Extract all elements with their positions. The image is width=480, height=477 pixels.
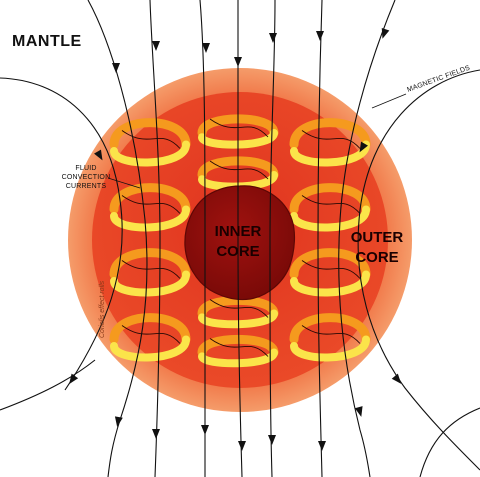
- spiral-wisp: [209, 299, 269, 318]
- arrow-head-icon: [234, 57, 242, 67]
- arrow-head-icon: [69, 373, 79, 385]
- magnetic-fields-label: MAGNETIC FIELDS: [406, 65, 471, 94]
- arrow-head-icon: [268, 435, 276, 445]
- spiral-wisp: [301, 195, 361, 214]
- convection-spirals: [109, 114, 371, 368]
- spiral-back-segment: [109, 183, 191, 214]
- arrow-head-icon: [202, 43, 210, 53]
- arrow-head-icon: [316, 31, 324, 41]
- spiral-back-segment: [289, 118, 371, 149]
- spiral-wisp: [301, 130, 361, 149]
- field-line: [357, 69, 480, 471]
- spiral-front-segment: [290, 270, 370, 297]
- spiral-front-segment: [290, 335, 370, 362]
- spiral-wisp: [301, 260, 361, 279]
- spiral-wisp: [301, 325, 361, 344]
- spiral-front-segment: [110, 335, 190, 362]
- outer-core-label-line2: CORE: [355, 249, 398, 266]
- arrow-head-icon: [201, 425, 209, 435]
- spiral-wisp: [209, 118, 269, 138]
- field-line: [237, 0, 243, 477]
- field-line: [317, 0, 323, 477]
- spiral-front-segment: [110, 205, 190, 232]
- arrow-head-icon: [94, 149, 103, 161]
- arrow-head-icon: [359, 141, 368, 153]
- spiral-wisp: [121, 325, 181, 344]
- outer-core-label-line1: OUTER: [351, 229, 404, 246]
- arrow-head-icon: [318, 441, 326, 451]
- field-line: [338, 0, 396, 477]
- field-line: [0, 359, 96, 411]
- field-line: [199, 0, 206, 477]
- spiral-back-segment: [289, 313, 371, 344]
- arrow-head-icon: [152, 429, 160, 439]
- spiral-wisp: [209, 160, 269, 180]
- spiral-back-segment: [289, 183, 371, 214]
- spiral-wisp: [121, 195, 181, 214]
- mantle-label: MANTLE: [12, 33, 82, 50]
- spiral-front-segment: [290, 205, 370, 232]
- spiral-front-segment: [290, 140, 370, 167]
- fluid-label-line2: CONVECTION: [62, 174, 111, 181]
- inner-core-sphere: [184, 185, 296, 301]
- spiral-wisp: [121, 260, 181, 279]
- field-line: [269, 0, 276, 477]
- arrow-head-icon: [114, 416, 123, 427]
- field-line: [149, 0, 161, 477]
- field-line: [419, 407, 480, 477]
- coriolis-label: Coriolis effect rolls: [99, 280, 106, 338]
- arrow-head-icon: [238, 441, 246, 451]
- inner-core-label-line1: INNER: [215, 223, 262, 240]
- spiral-front-segment: [110, 140, 190, 167]
- spiral-back-segment: [109, 118, 191, 149]
- spiral-front-segment: [198, 348, 278, 368]
- spiral-front-segment: [110, 270, 190, 297]
- spiral-back-segment: [109, 313, 191, 344]
- arrow-head-icon: [391, 373, 402, 384]
- field-line: [0, 77, 123, 391]
- fluid-label-line3: CURRENTS: [66, 183, 107, 190]
- arrow-head-icon: [152, 41, 160, 51]
- spiral-wisp: [209, 338, 269, 357]
- arrow-head-icon: [269, 33, 277, 43]
- magnetic-fields-label-group: MAGNETIC FIELDS: [371, 65, 471, 109]
- spiral-back-segment: [109, 248, 191, 279]
- fluid-label-line1: FLUID: [75, 165, 96, 172]
- arrow-head-icon: [381, 28, 390, 39]
- spiral-front-segment: [198, 309, 278, 329]
- inner-core-label-line2: CORE: [216, 243, 259, 260]
- spiral-back-segment: [197, 334, 279, 357]
- spiral-back-segment: [289, 248, 371, 279]
- arrow-head-icon: [354, 406, 363, 417]
- spiral-wisp: [121, 130, 181, 149]
- arrow-head-icon: [112, 63, 120, 73]
- fluid-convection-label-group: FLUID CONVECTION CURRENTS: [62, 165, 141, 190]
